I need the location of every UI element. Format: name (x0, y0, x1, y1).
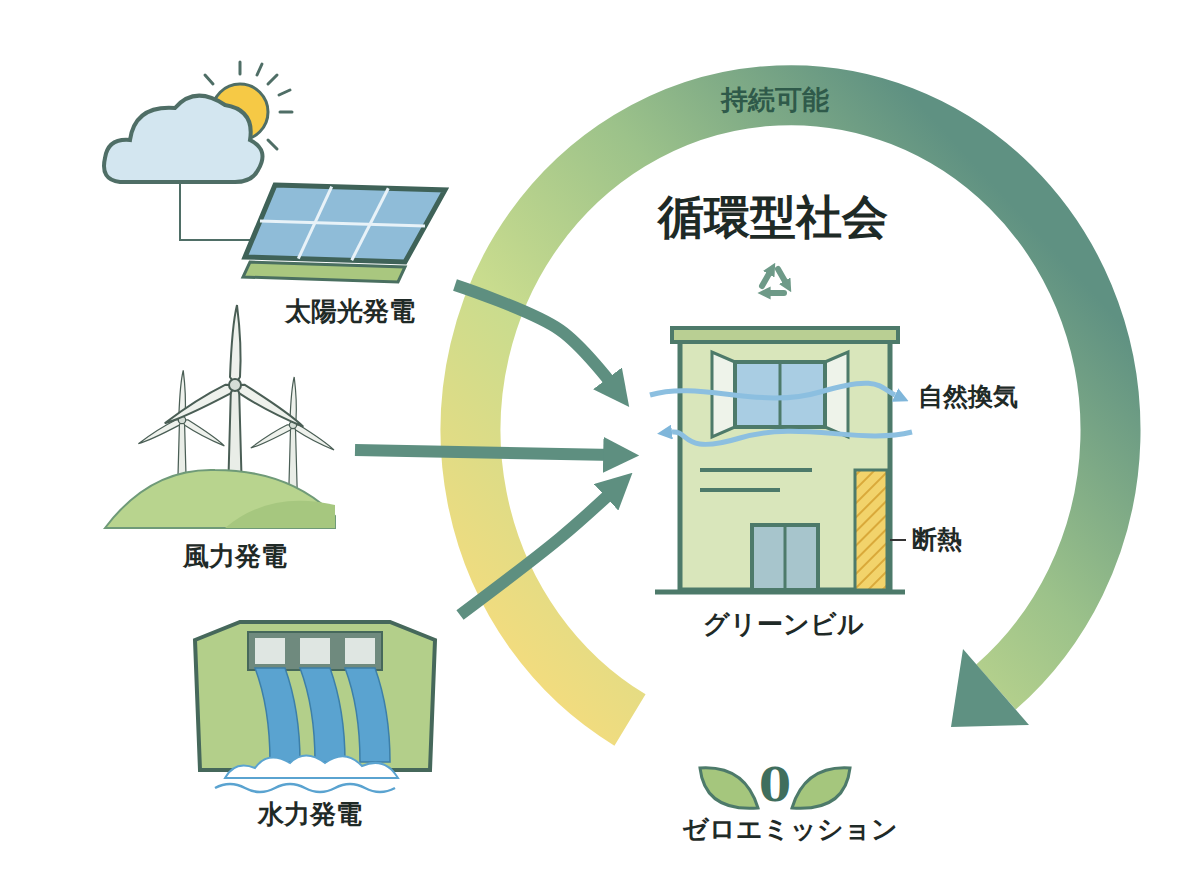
building-icon (650, 328, 912, 592)
node-label: ゼロエミッション (682, 814, 898, 845)
solar-node: 太陽光発電 (100, 55, 455, 330)
flow-arrow (455, 285, 614, 387)
node-label: グリーンビル (703, 609, 864, 640)
cycle-arrowhead (951, 649, 1029, 727)
zero-glyph: 0 (759, 758, 791, 813)
insulation-label: 断熱 (912, 525, 962, 555)
node-label: 水力発電 (258, 799, 362, 830)
cycle-label: 持続可能 (721, 84, 829, 116)
zero-emission-node: 0ゼロエミッション (640, 755, 940, 860)
wind-icon (105, 305, 336, 528)
hydro-node: 水力発電 (185, 600, 460, 835)
node-label: 太陽光発電 (285, 296, 415, 327)
flow-arrow (355, 450, 614, 455)
leader-line (890, 539, 906, 541)
flow-arrow (460, 490, 614, 615)
cycle-arc (471, 95, 1111, 720)
node-label: 風力発電 (183, 541, 287, 572)
solar-icon (104, 62, 445, 282)
hydro-icon (195, 622, 435, 792)
building-node: グリーンビル (640, 330, 905, 645)
ventilation-label: 自然換気 (918, 382, 1018, 412)
wind-node: 風力発電 (100, 335, 355, 585)
recycle-symbol (762, 269, 786, 293)
diagram-title: 循環型社会 (658, 190, 888, 245)
